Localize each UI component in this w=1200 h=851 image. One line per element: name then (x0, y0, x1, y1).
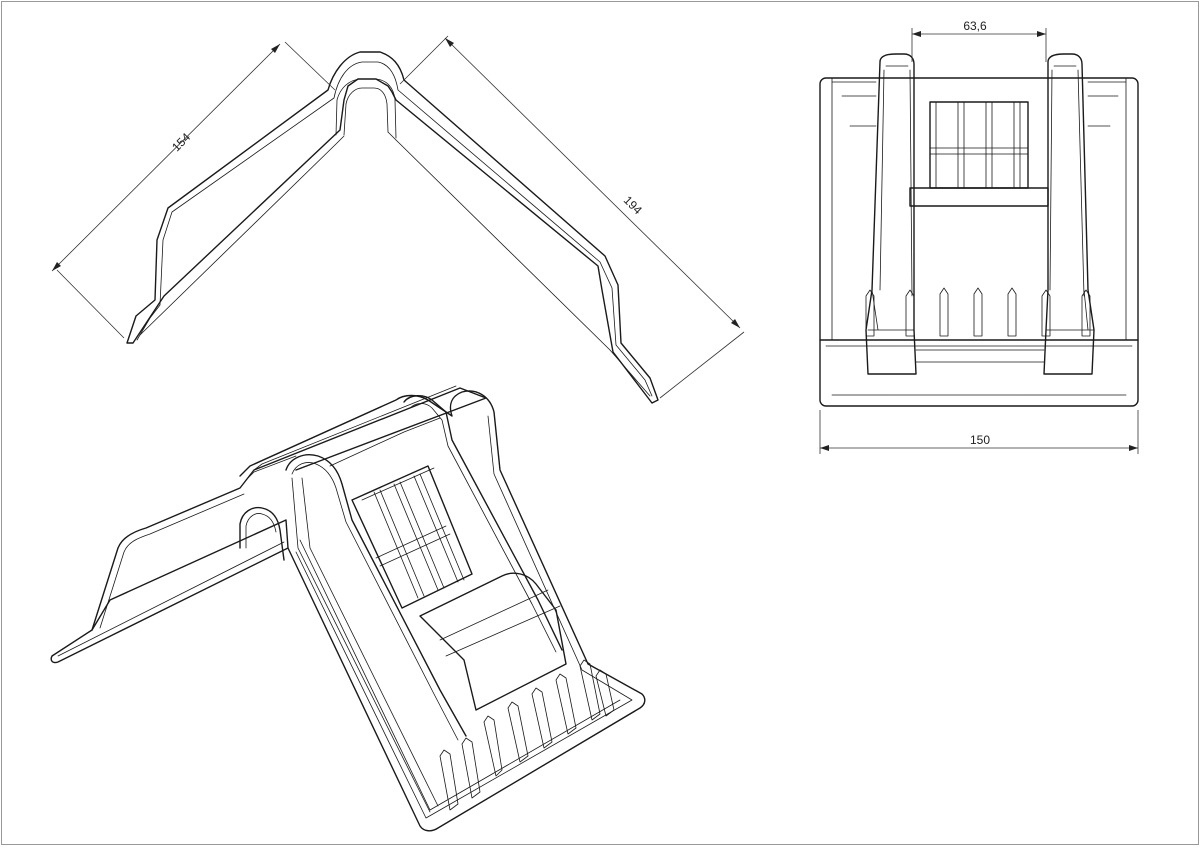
dim-194: 194 (399, 35, 745, 399)
dim-194-label: 194 (621, 193, 645, 217)
iso-main-flap (239, 390, 646, 832)
iso-left-flap (50, 519, 289, 664)
front-view-cross-bar (909, 187, 1049, 207)
dim-63-6-label: 63,6 (963, 19, 987, 33)
iso-left-wall (285, 454, 467, 737)
dim-63-6: 63,6 (911, 19, 1047, 62)
side-view-hook-inner (343, 87, 389, 136)
iso-left-flap-wall (91, 387, 487, 631)
dim-150-label: 150 (970, 433, 990, 447)
front-view-outer-body (819, 77, 1139, 407)
side-view-outer-profile (126, 51, 659, 404)
iso-hook (239, 506, 285, 561)
iso-main-flap-rim (295, 415, 633, 819)
side-view-hook (335, 78, 397, 139)
iso-cross-block (419, 572, 567, 711)
front-view-rib-grid (929, 101, 1029, 189)
isometric-view (50, 385, 646, 832)
iso-right-wall (403, 395, 563, 651)
front-view-right-post (1043, 53, 1095, 375)
side-view-base-line (139, 131, 651, 397)
iso-rib-grid (351, 465, 473, 609)
iso-teeth (439, 659, 615, 811)
side-view-inner-line (136, 61, 653, 397)
side-view: 154 194 (51, 35, 745, 404)
front-view-left-post (865, 53, 917, 375)
front-view-teeth (865, 287, 1091, 337)
dim-150: 150 (819, 410, 1139, 454)
front-view: 63,6 150 (819, 19, 1139, 454)
